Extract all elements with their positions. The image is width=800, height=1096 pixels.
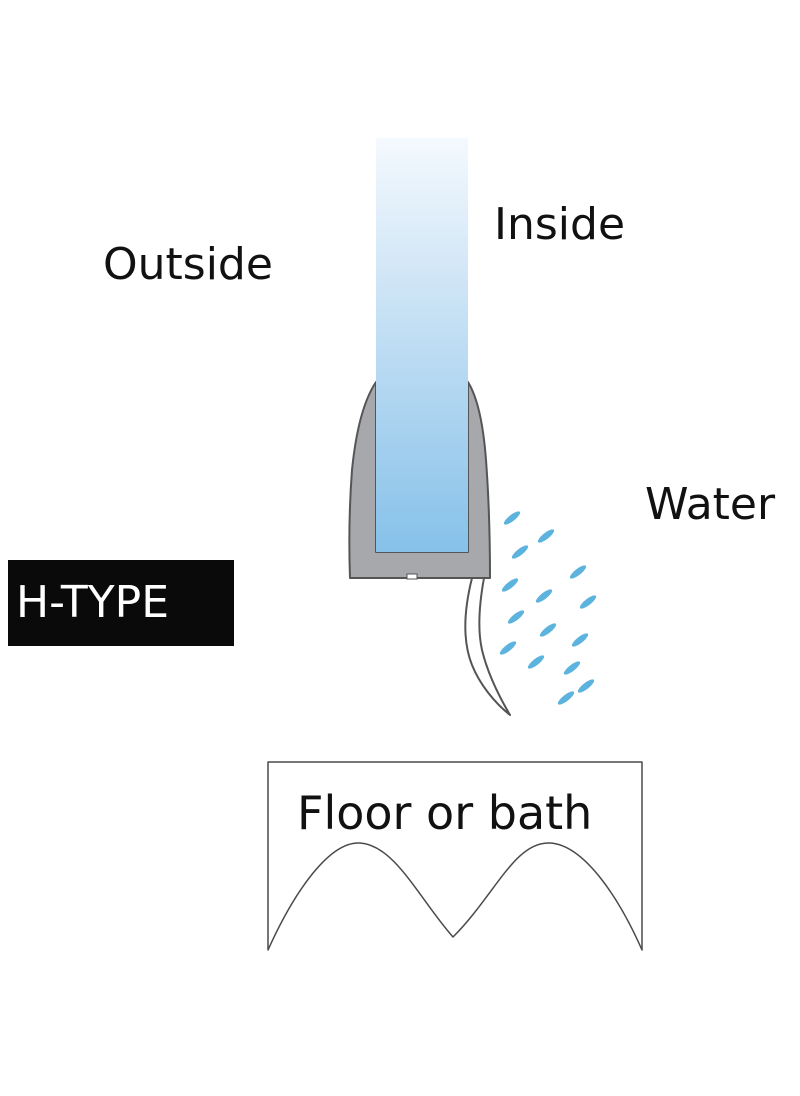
water-label: Water	[645, 479, 776, 530]
water-droplet-icon	[527, 655, 545, 669]
floor-or-bath-label: Floor or bath	[297, 786, 593, 840]
floor-profile	[267, 761, 643, 951]
inside-label: Inside	[494, 199, 626, 250]
water-droplet-icon	[507, 610, 525, 624]
water-droplet-icon	[563, 661, 581, 675]
seal-fin	[464, 577, 511, 716]
seal-notch	[406, 573, 418, 580]
water-droplet-icon	[579, 595, 597, 609]
water-droplet-icon	[499, 641, 517, 655]
glass-panel	[376, 138, 468, 552]
water-droplet-icon	[577, 679, 595, 693]
h-type-badge-text: H-TYPE	[16, 577, 170, 628]
water-droplet-icon	[539, 623, 557, 637]
water-droplet-icon	[569, 565, 587, 579]
water-droplet-icon	[571, 633, 589, 647]
water-drops	[499, 511, 597, 705]
water-droplet-icon	[535, 589, 553, 603]
water-droplet-icon	[511, 545, 529, 559]
h-type-badge: H-TYPE	[8, 560, 234, 646]
water-droplet-icon	[501, 578, 519, 592]
outside-label: Outside	[103, 239, 273, 290]
water-droplet-icon	[537, 529, 555, 543]
water-droplet-icon	[557, 691, 575, 705]
water-droplet-icon	[503, 511, 521, 525]
seal-body	[348, 381, 491, 579]
